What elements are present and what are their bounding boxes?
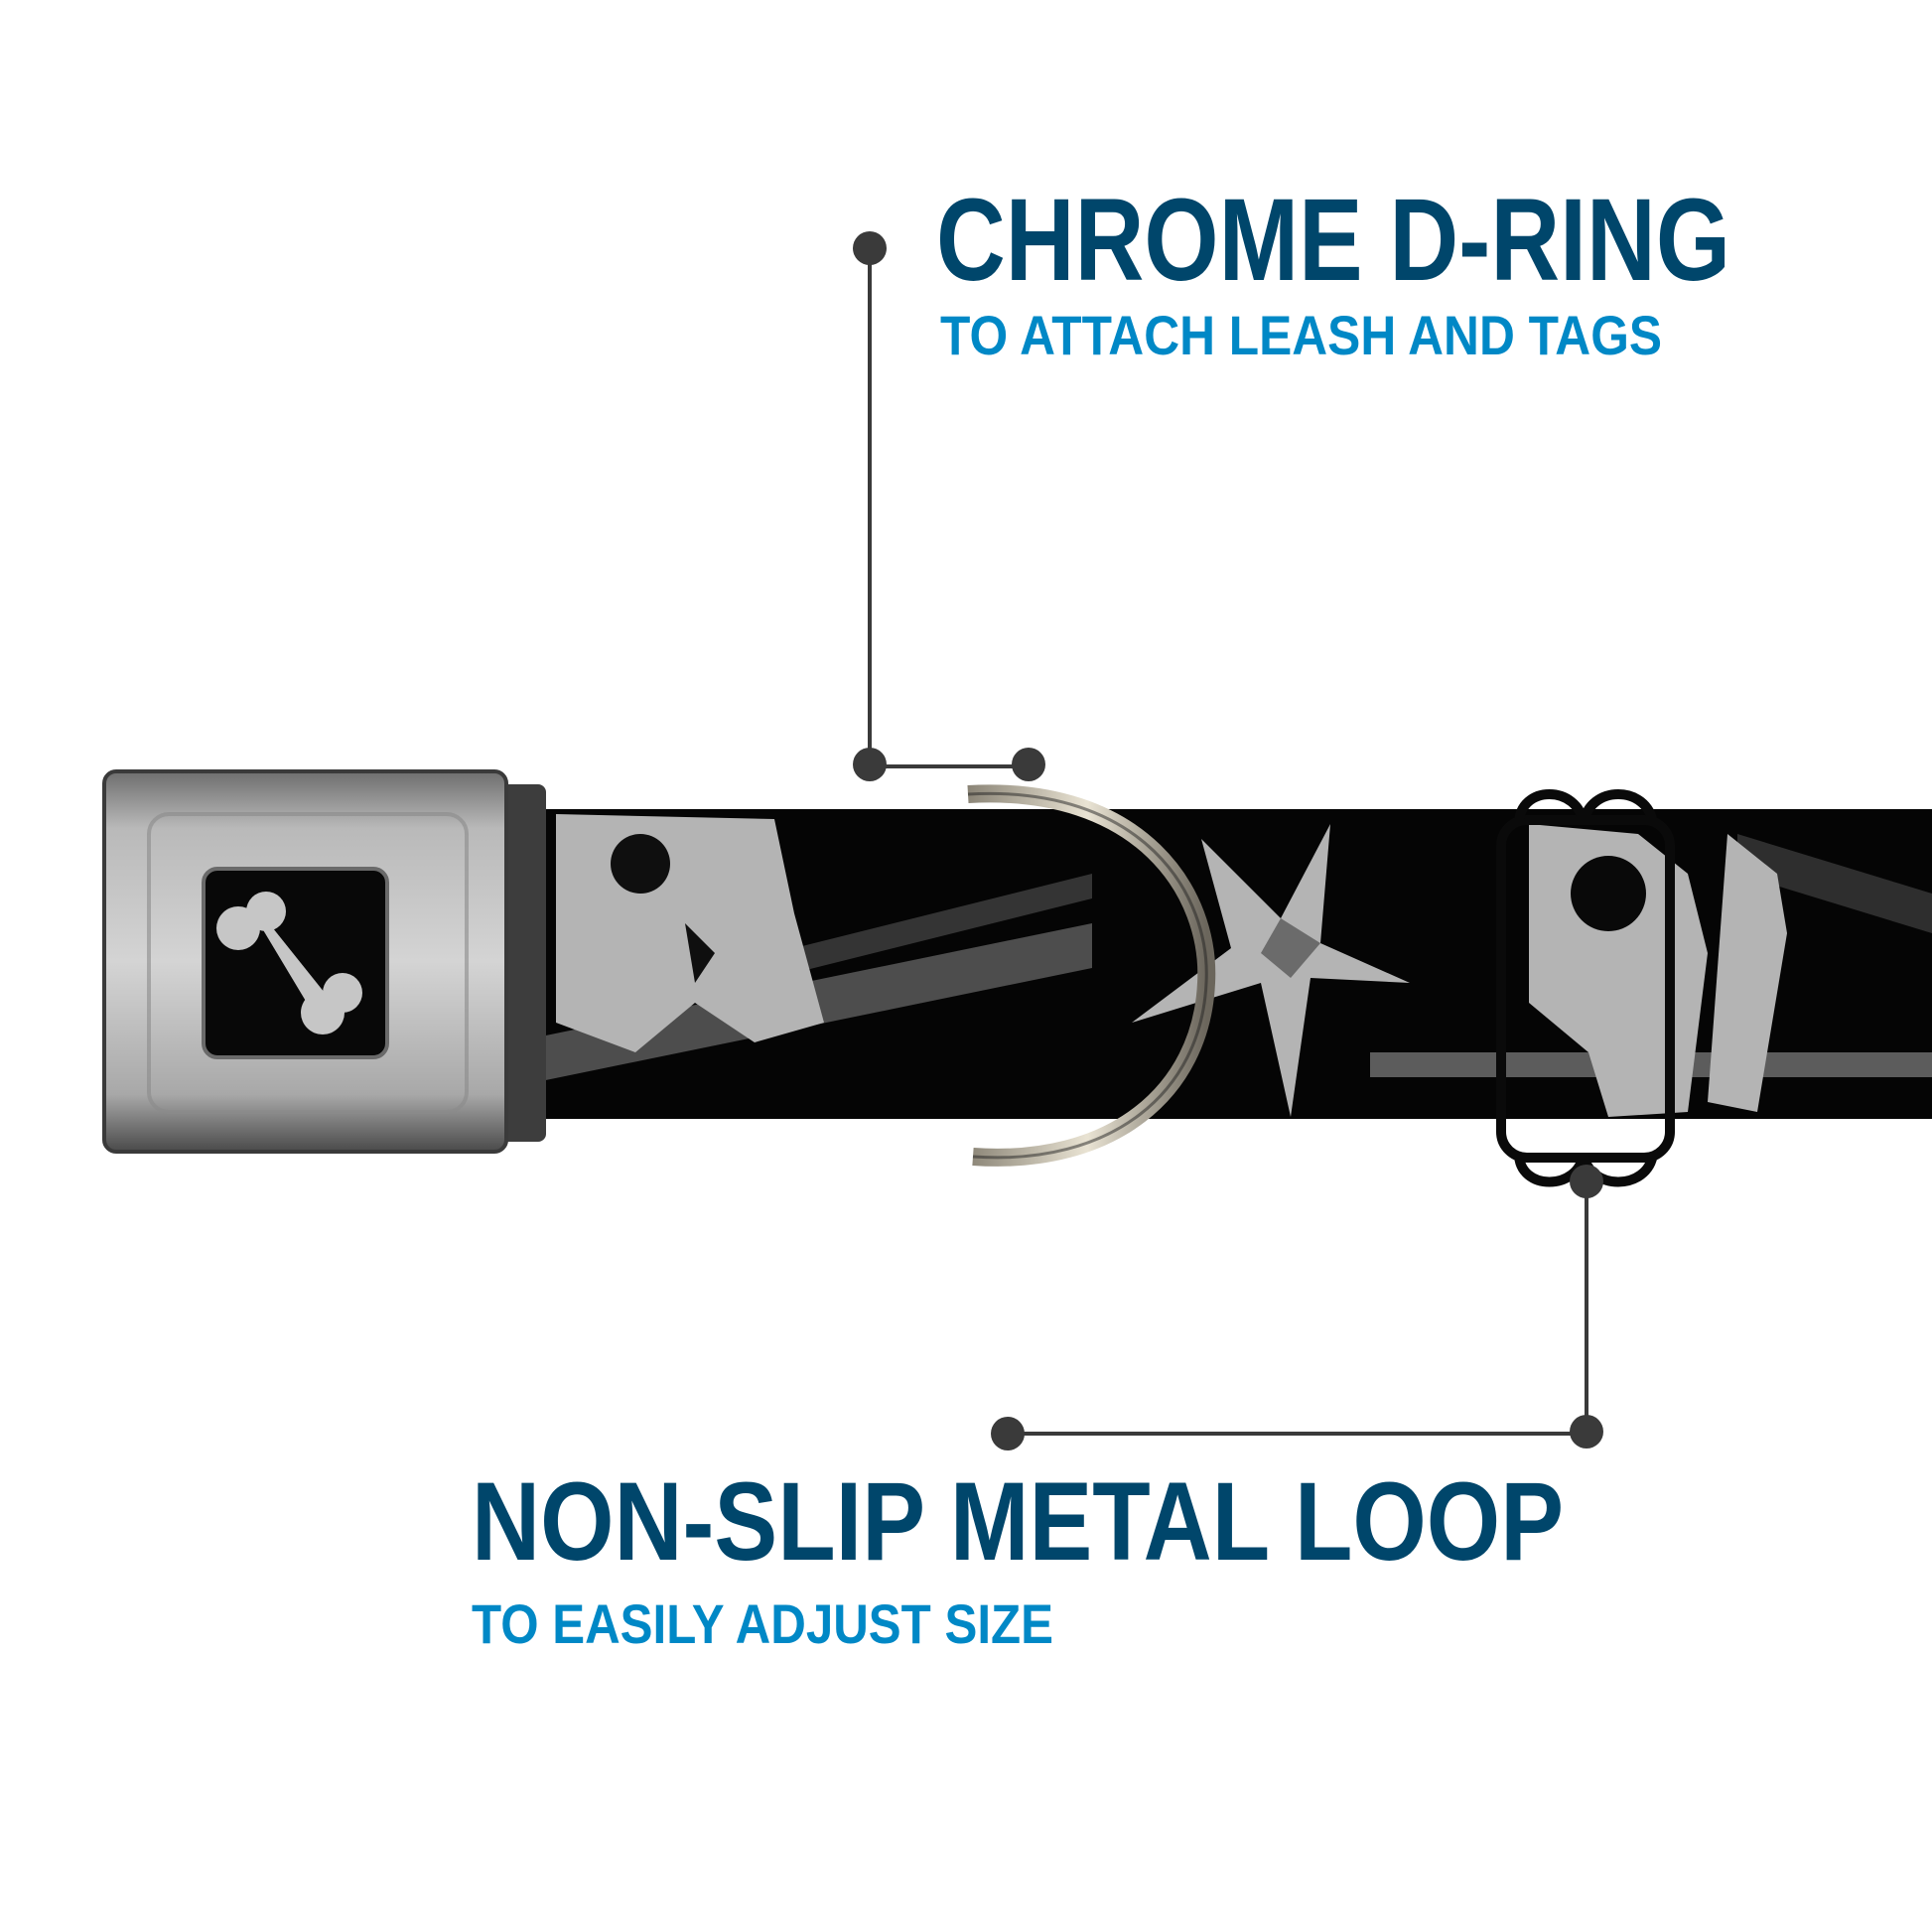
callout-subtitle-metal-loop: TO EASILY ADJUST SIZE bbox=[472, 1592, 1053, 1655]
chrome-d-ring bbox=[967, 784, 1216, 1167]
callout-subtitle-d-ring: TO ATTACH LEASH AND TAGS bbox=[940, 304, 1662, 366]
leader-line-metal-loop bbox=[991, 1165, 1603, 1450]
callout-title-d-ring: CHROME D-RING bbox=[936, 175, 1730, 306]
callout-title-metal-loop: NON-SLIP METAL LOOP bbox=[472, 1459, 1564, 1584]
bone-icon bbox=[216, 892, 362, 1035]
leader-line-d-ring bbox=[853, 231, 1045, 781]
webbing-print bbox=[536, 814, 1932, 1117]
seatbelt-buckle[interactable] bbox=[102, 769, 546, 1154]
non-slip-metal-loop bbox=[1496, 789, 1675, 1187]
